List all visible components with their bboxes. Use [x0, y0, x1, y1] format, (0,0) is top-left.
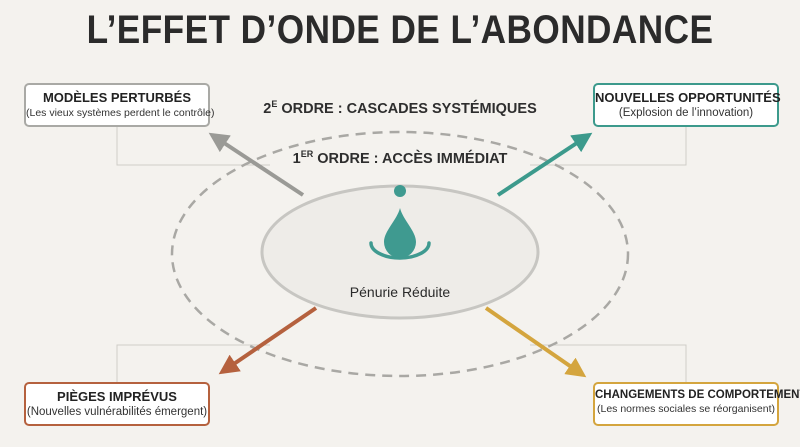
- outer-ripple-ellipse: [170, 130, 630, 378]
- box-disrupted-models: MODÈLES PERTURBÉS (Les vieux systèmes pe…: [24, 83, 215, 127]
- box-unforeseen-traps: PIÈGES IMPRÉVUS (Nouvelles vulnérabilité…: [24, 382, 210, 426]
- order-1-label: 1ER ORDRE : ACCÈS IMMÉDIAT: [292, 149, 508, 167]
- box-new-opportunities: NOUVELLES OPPORTUNITÉS (Explosion de l’i…: [593, 83, 781, 127]
- page-title: L’EFFET D’ONDE DE L’ABONDANCE: [86, 8, 714, 52]
- connector-top-left: [116, 127, 270, 166]
- water-drop-icon: [369, 185, 431, 260]
- box-title: PIÈGES IMPRÉVUS: [57, 389, 177, 404]
- connector-top-right: [530, 127, 687, 166]
- box-subtitle: (Explosion de l’innovation): [618, 107, 754, 119]
- box-title: MODÈLES PERTURBÉS: [42, 90, 192, 105]
- center-label: Pénurie Réduite: [349, 284, 451, 300]
- order-2-label: 2E ORDRE : CASCADES SYSTÉMIQUES: [263, 99, 537, 117]
- arrow-top-left: [208, 132, 305, 197]
- arrow-top-right: [496, 132, 593, 197]
- box-subtitle: (Nouvelles vulnérabilités émergent): [26, 406, 208, 418]
- box-subtitle: (Les normes sociales se réorganisent): [597, 403, 775, 415]
- box-subtitle: (Les vieux systèmes perdent le contrôle): [26, 107, 215, 119]
- arrow-bottom-right: [484, 306, 587, 378]
- arrow-bottom-left: [218, 306, 318, 375]
- box-title: NOUVELLES OPPORTUNITÉS: [595, 90, 781, 105]
- box-title: CHANGEMENTS DE COMPORTEMENT: [595, 389, 800, 401]
- connector-bottom-left: [116, 344, 270, 382]
- box-behavior-changes: CHANGEMENTS DE COMPORTEMENT (Les normes …: [593, 382, 800, 426]
- connector-bottom-right: [530, 344, 687, 382]
